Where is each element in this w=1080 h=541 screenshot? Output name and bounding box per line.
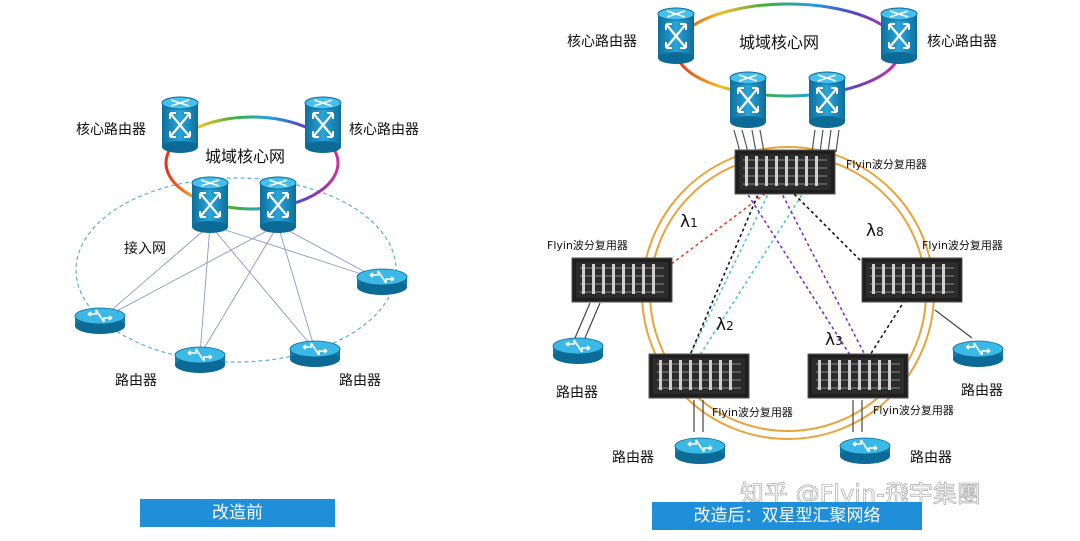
router-icon [74,307,126,335]
router-label: 路由器 [556,385,598,401]
router-label: 路由器 [961,383,1003,399]
wdm-chassis-icon [648,353,750,399]
access-links [99,224,381,356]
core-router-label: 核心路由器 [76,122,146,138]
core-switch-icon [879,6,919,66]
core-switch-icon [160,95,200,155]
core-switch-icon [656,6,696,66]
router-icon [552,337,604,365]
wdm-label: Flyin波分复用器 [712,405,793,419]
core-net-ring [164,115,340,211]
lambda-2-label: λ2 [716,315,734,335]
wdm-chassis-icon [861,257,963,303]
wdm-label: Flyin波分复用器 [922,238,1003,252]
router-icon [289,340,341,368]
router-label: 路由器 [612,450,654,466]
wdm-label: Flyin波分复用器 [873,403,954,417]
router-label: 路由器 [115,373,157,389]
core-switch-icon [728,70,768,130]
core-switch-icon [258,175,298,235]
core-net-label: 城域核心网 [739,33,819,52]
lambda-3-label: λ3 [825,330,843,350]
router-label: 路由器 [339,373,381,389]
core-uplinks [733,129,840,153]
lambda-paths [669,189,906,356]
core-router-label: 核心路由器 [567,34,637,50]
wdm-label: Flyin波分复用器 [846,157,927,171]
router-links [574,302,973,432]
router-icon [839,437,891,465]
wdm-chassis-icon [807,353,909,399]
core-router-label: 核心路由器 [349,122,419,138]
access-net-label: 接入网 [124,240,166,257]
router-icon [174,346,226,374]
router-label: 路由器 [910,450,952,466]
router-icon [356,268,408,296]
core-router-label: 核心路由器 [927,34,997,50]
caption-before: 改造前 [140,499,335,527]
wdm-chassis-icon [571,257,673,303]
core-switch-icon [190,175,230,235]
core-switch-icon [807,70,847,130]
caption-after: 改造后：双星型汇聚网络 [652,502,922,530]
after-diagram: 核心路由器 核心路由器 城域核心网 Flyin波分复用器 Flyin波分复用器 … [547,2,1004,466]
core-net-label: 城域核心网 [205,147,285,166]
before-diagram: 核心路由器 核心路由器 城域核心网 接入网 路由器 路由器 [74,95,419,389]
lambda-8-label: λ8 [866,221,884,241]
wdm-label: Flyin波分复用器 [547,238,628,252]
wdm-chassis-icon [734,149,836,195]
core-switch-icon [303,95,343,155]
router-icon [952,340,1004,368]
lambda-1-label: λ1 [680,212,698,232]
router-icon [674,437,726,465]
